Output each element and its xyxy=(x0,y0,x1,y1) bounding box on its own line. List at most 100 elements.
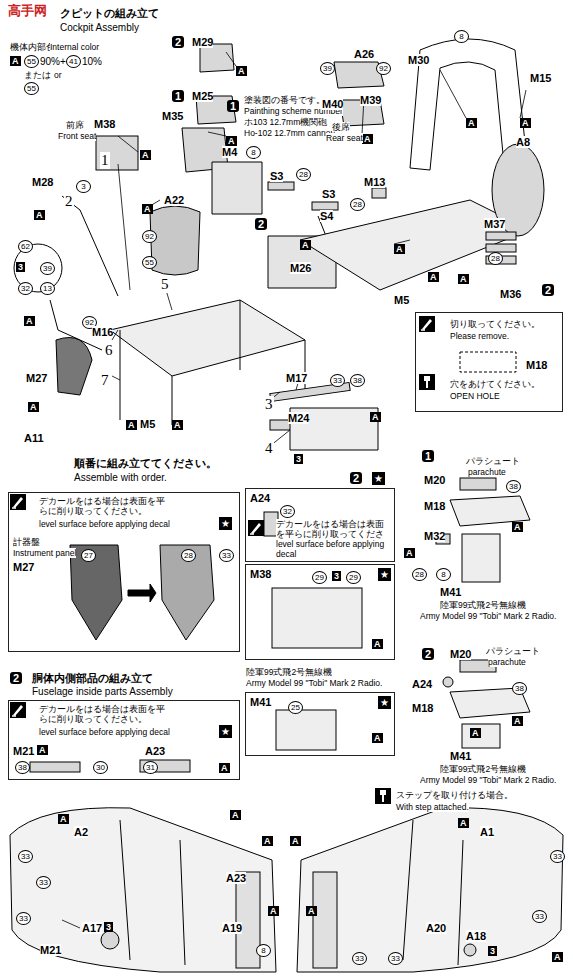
color-callout: 33 xyxy=(550,850,565,863)
note-text: ステップを取り付ける場合。 xyxy=(396,790,513,800)
color-callout: 28 xyxy=(412,568,427,581)
part-number: M18 xyxy=(424,500,445,512)
part-number: A18 xyxy=(466,930,486,942)
color-callout: 29 xyxy=(312,571,327,584)
note-text: 塗装図の番号です。 xyxy=(244,95,325,105)
part-number: M17 xyxy=(286,372,307,384)
note-text: OPEN HOLE xyxy=(450,391,500,401)
heading-text: クピットの組み立て xyxy=(60,6,159,21)
part-number: M4 xyxy=(222,146,237,158)
color-callout: 33 xyxy=(36,876,51,889)
color-callout: 30 xyxy=(93,761,108,774)
sprue-letter: A xyxy=(28,402,39,412)
watermark: 高手网 xyxy=(8,2,47,20)
part-number: M37 xyxy=(484,218,505,230)
part-number: A24 xyxy=(412,678,432,690)
color-callout: 38 xyxy=(506,480,521,493)
color-callout: 33 xyxy=(388,952,403,965)
part-number: A26 xyxy=(354,48,374,60)
note-text: Ho-102 12.7mm cannon xyxy=(244,128,335,138)
note-text: 10% xyxy=(82,56,102,67)
part-number: M21 xyxy=(13,745,34,757)
step-number: 2 xyxy=(10,672,22,684)
part-number: M41 xyxy=(440,586,461,598)
sprue-letter: A xyxy=(58,814,69,824)
part-number: A23 xyxy=(145,745,165,757)
sprue-letter: A xyxy=(10,56,21,66)
step-number: 2 xyxy=(172,36,184,48)
heading-text: 順番に組み立ててください。 xyxy=(74,456,217,471)
part-number: S3 xyxy=(322,188,335,200)
color-callout: 8 xyxy=(436,568,451,581)
part-number: A24 xyxy=(250,492,270,504)
color-callout: 3 xyxy=(76,180,91,193)
color-callout: 28 xyxy=(350,198,365,211)
note-text: Cockpit Assembly xyxy=(60,22,139,33)
color-callout: 33 xyxy=(16,912,31,925)
part-number: M5 xyxy=(140,418,155,430)
sprue-letter: A xyxy=(300,240,311,250)
part-number: A2 xyxy=(74,826,88,838)
sprue-letter: A xyxy=(172,420,183,430)
step-number: 2 xyxy=(350,472,362,484)
sprue-letter: A xyxy=(512,522,523,532)
note-text: or xyxy=(54,70,62,80)
note-text: 90%+ xyxy=(40,56,66,67)
color-callout: 33 xyxy=(330,374,345,387)
sprue-letter: A xyxy=(37,745,48,755)
sprue-letter: A xyxy=(219,763,230,773)
sprue-letter: A xyxy=(306,906,317,916)
part-number: M40 xyxy=(322,98,343,110)
sprue-letter: A xyxy=(520,118,531,128)
note-text: Fuselage inside parts Assembly xyxy=(32,686,173,697)
note-text: デカールをはる場合は表面を平らに削り取ってください。 xyxy=(39,704,169,724)
sprue-letter: A xyxy=(552,952,563,962)
color-callout: 92 xyxy=(142,230,157,243)
color-callout: 32 xyxy=(280,505,295,518)
assembly-number: 4 xyxy=(264,440,274,457)
note-text: level surface before applying decal xyxy=(39,519,170,529)
note-text: 陸軍99式飛2号無線機 xyxy=(440,600,526,610)
assembly-number: 5 xyxy=(160,276,170,293)
note-text: 後席 xyxy=(332,122,350,132)
sprue-letter: A xyxy=(268,906,279,916)
color-callout: 55 xyxy=(24,82,39,95)
sprue-letter: A xyxy=(372,639,383,649)
part-number: M28 xyxy=(32,176,53,188)
note-text: ホ103 12.7mm機関砲 xyxy=(244,117,327,127)
part-number: M35 xyxy=(162,110,183,122)
part-number: M38 xyxy=(250,568,271,580)
color-callout: 32 xyxy=(18,282,33,295)
note-text: parachute xyxy=(468,467,506,477)
sprue-letter: A xyxy=(362,134,373,144)
star-mark: ★ xyxy=(372,472,385,485)
sprue-letter: A xyxy=(370,412,381,422)
assembly-number: 2 xyxy=(64,193,74,210)
part-number: M41 xyxy=(450,750,471,762)
part-number: M18 xyxy=(412,702,433,714)
note-text: 陸軍99式飛2号無線機 xyxy=(440,764,526,774)
star-mark: ★ xyxy=(219,725,232,738)
part-number: A1 xyxy=(480,826,494,838)
sprue-letter: A xyxy=(24,316,35,326)
color-callout: 33 xyxy=(18,850,33,863)
step-number: 1 xyxy=(227,100,239,112)
color-callout: 39 xyxy=(40,262,55,275)
sprue-letter: A xyxy=(230,810,241,820)
color-callout: 8 xyxy=(256,944,271,957)
sprue-letter: A xyxy=(372,733,383,743)
sprue-letter: A xyxy=(428,272,439,282)
star-mark: ★ xyxy=(378,568,391,581)
heading-text: 胴体内側部品の組み立て xyxy=(32,671,153,686)
sprue-letter: 3 xyxy=(332,571,341,581)
parts-panel: A2432デカールをはる場合は表面を平らに削り取ってください。level sur… xyxy=(245,488,395,562)
note-text: デカールをはる場合は表面を平らに削り取ってください。 xyxy=(39,496,169,516)
note-text: Internal color xyxy=(50,42,99,52)
star-mark: ★ xyxy=(378,696,391,709)
color-callout: 38 xyxy=(15,761,30,774)
part-number: M18 xyxy=(526,359,547,371)
part-number: A19 xyxy=(222,922,242,934)
parts-panel: デカールをはる場合は表面を平らに削り取ってください。level surface … xyxy=(8,700,240,780)
color-callout: 55 xyxy=(142,256,157,269)
part-number: M41 xyxy=(250,696,271,708)
